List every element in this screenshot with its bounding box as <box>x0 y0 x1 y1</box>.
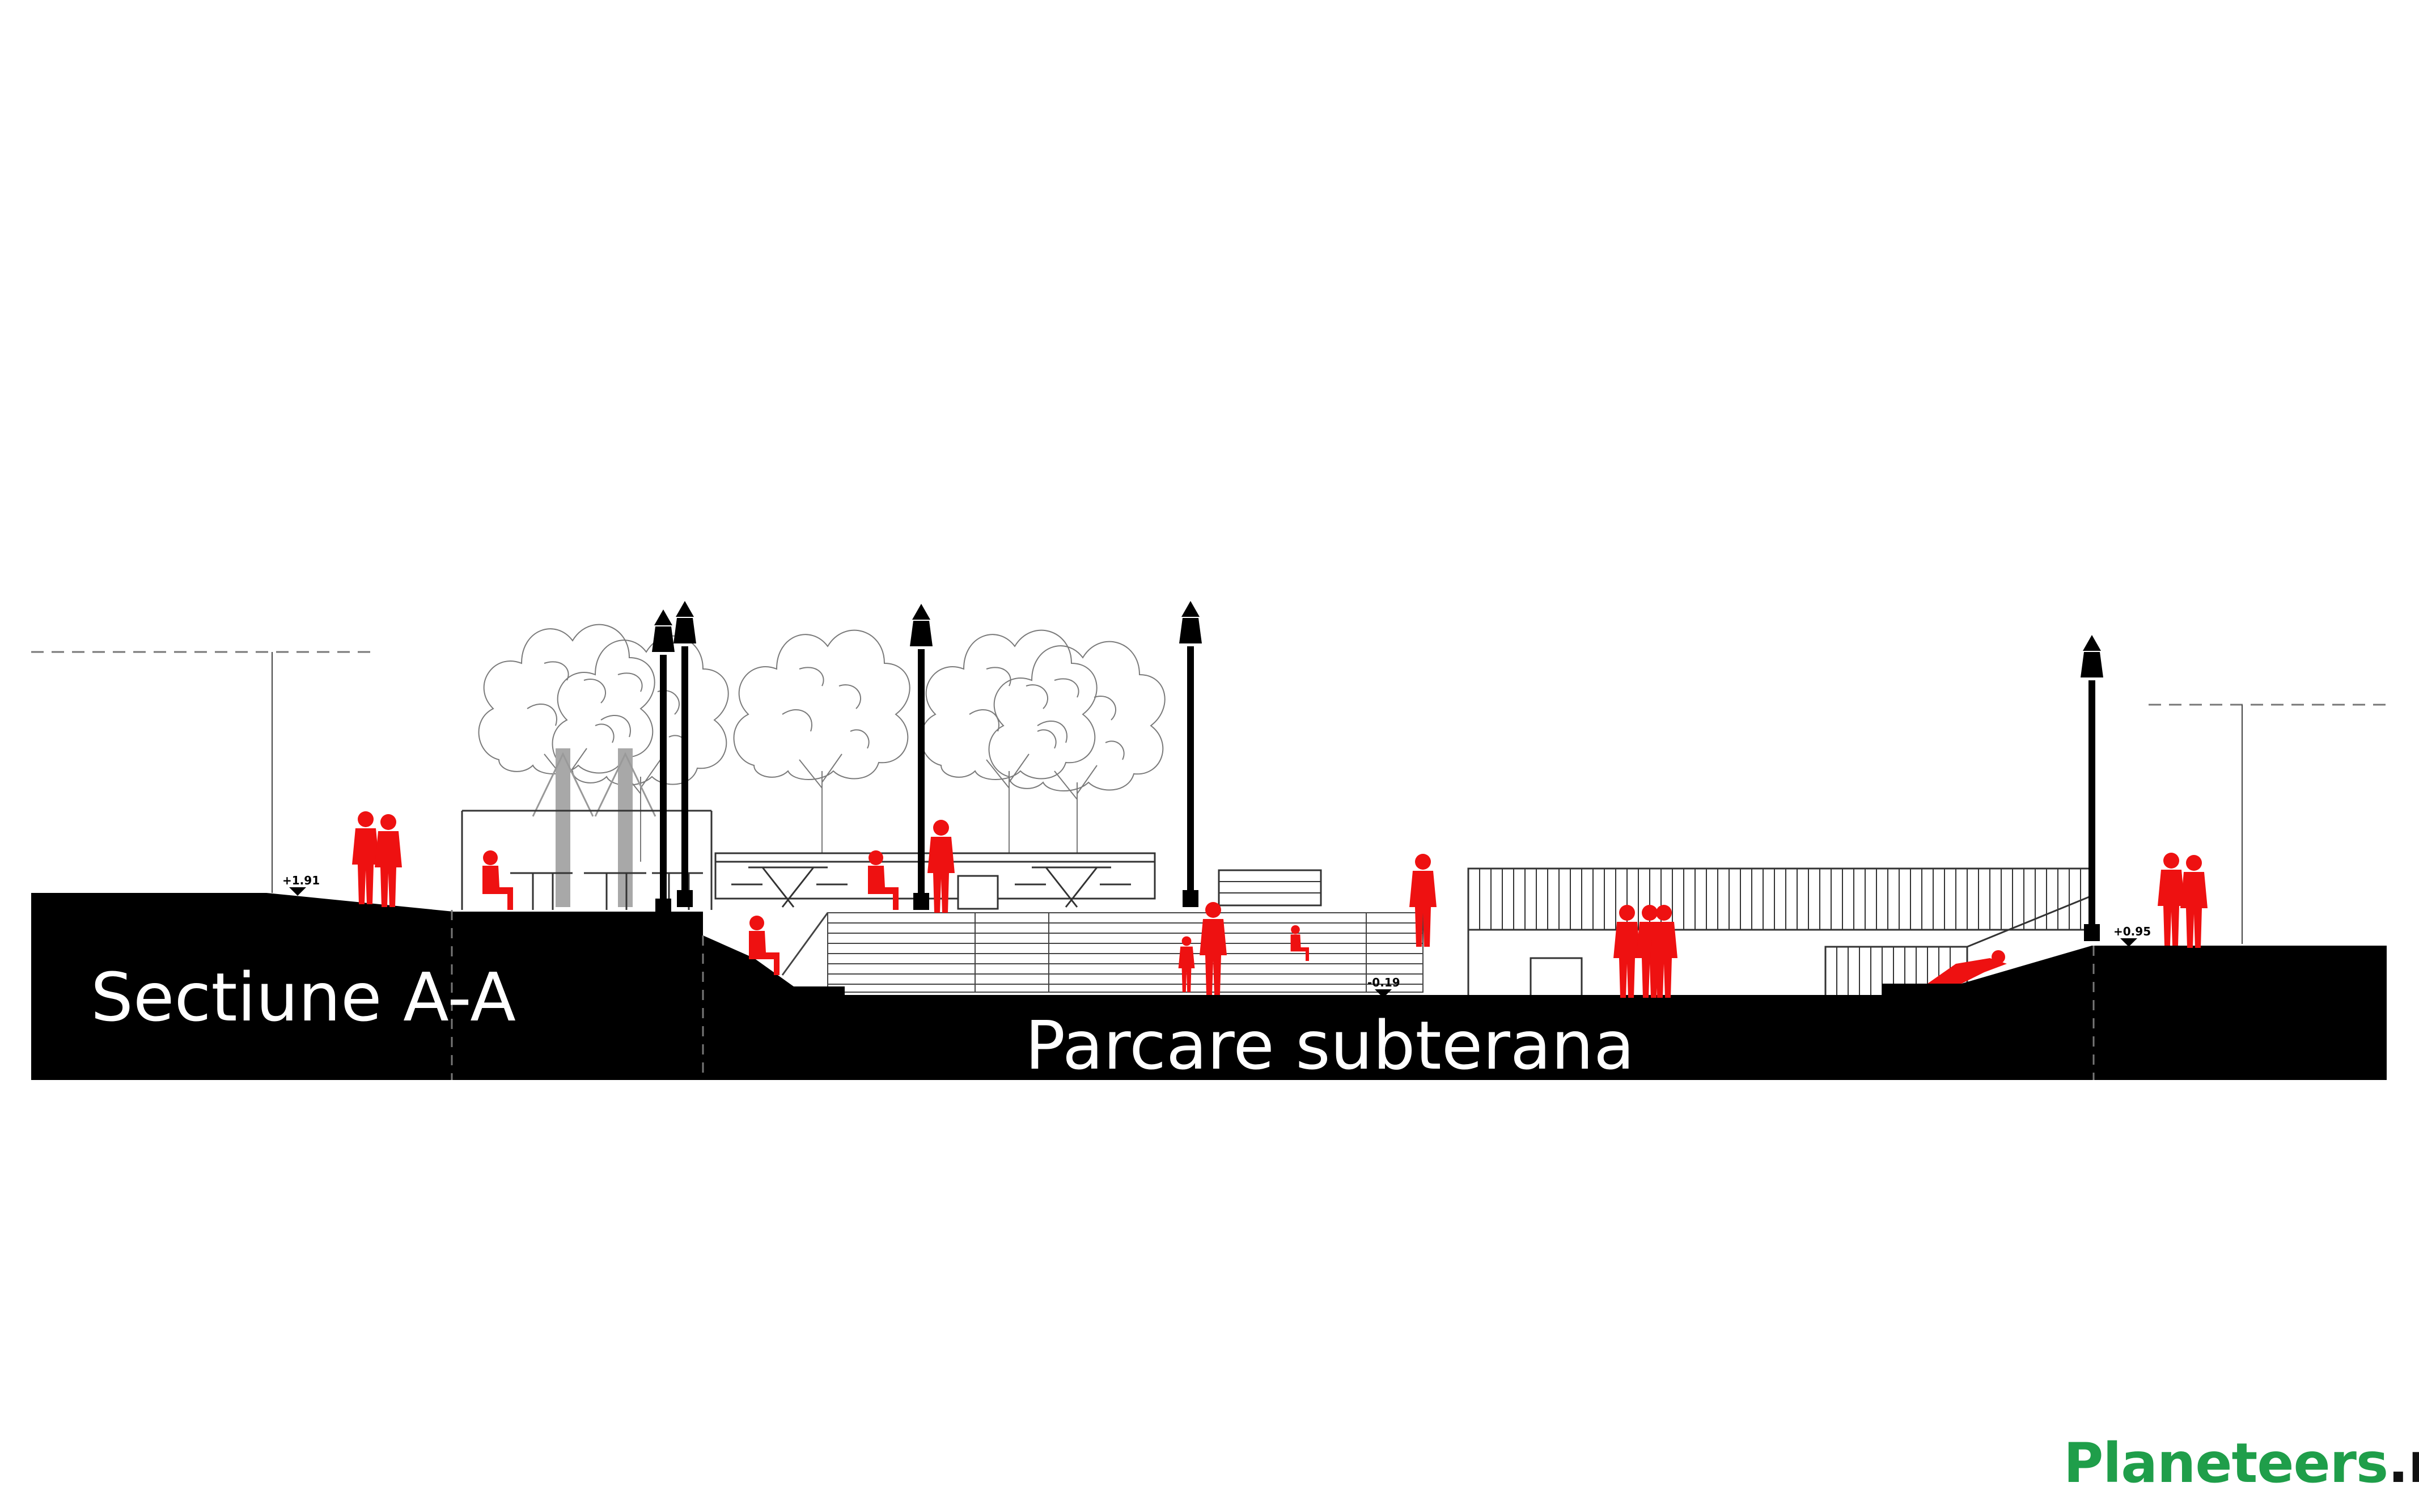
parking-label: Parcare subterana <box>1025 1006 1634 1085</box>
height-reference-left <box>31 651 371 893</box>
elevation-marker-icon <box>289 887 2137 998</box>
elevation-right: +0.95 <box>2113 925 2151 938</box>
ground-section <box>31 893 2387 1080</box>
amphitheatre-steps <box>781 912 1424 993</box>
section-title: Sectiune A-A <box>91 958 516 1036</box>
brand-logo: Planeteers.ro <box>2064 1431 2419 1495</box>
cafe-terrace <box>461 810 713 910</box>
trash-bins <box>957 875 1583 998</box>
section-dividers <box>451 910 2095 1080</box>
elevation-left: +1.91 <box>282 874 320 887</box>
elevation-center: -0.19 <box>1367 976 1400 989</box>
bench-block <box>1218 869 1322 907</box>
height-reference-right <box>2149 704 2387 944</box>
brand-name: Planeteers <box>2064 1431 2388 1495</box>
cafe-umbrellas <box>532 748 656 907</box>
bench-slats <box>1219 881 1321 893</box>
brand-suffix: .ro <box>2388 1431 2419 1495</box>
tree-outline-icon <box>478 624 1166 868</box>
person-silhouette-icon <box>352 811 2208 998</box>
